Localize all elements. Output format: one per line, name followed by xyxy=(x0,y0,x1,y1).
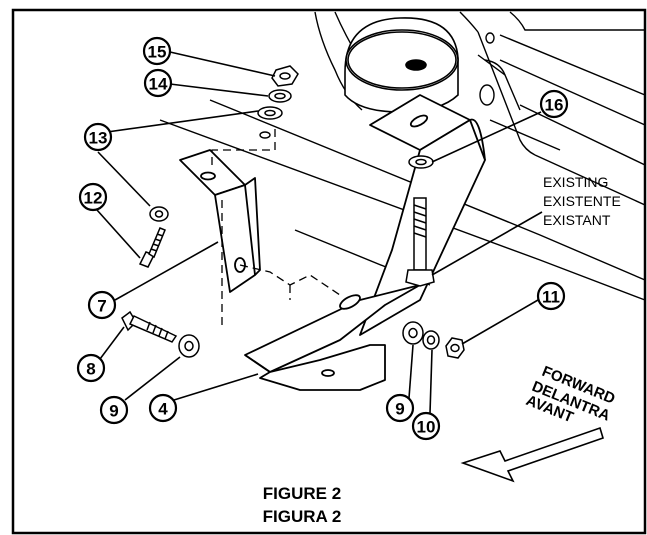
callout-16: 16 xyxy=(545,96,564,115)
callout-13: 13 xyxy=(89,129,108,148)
flat-washer-icon xyxy=(257,106,283,120)
callout-9-left: 9 xyxy=(109,402,118,421)
callout-8: 8 xyxy=(86,360,95,379)
bolt-icon xyxy=(138,227,166,268)
existing-label-fr: EXISTANT xyxy=(543,212,611,228)
callout-15: 15 xyxy=(148,43,167,62)
figure-caption: FIGURE 2 FIGURA 2 xyxy=(263,484,342,526)
lock-washer-icon xyxy=(422,330,440,350)
lock-washer-icon xyxy=(268,89,292,103)
flat-washer-icon xyxy=(149,206,169,222)
hole-icon xyxy=(259,131,271,139)
callout-numbers: 15 14 13 12 7 8 9 4 9 10 11 16 xyxy=(84,43,564,437)
bolt-icon xyxy=(121,310,178,343)
caption-spanish: FIGURA 2 xyxy=(263,507,342,526)
callout-12: 12 xyxy=(84,189,103,208)
figure-border xyxy=(11,8,647,535)
forward-arrow-icon xyxy=(460,426,604,483)
small-bracket xyxy=(179,149,261,293)
flat-washer-icon xyxy=(408,155,434,169)
nut-icon xyxy=(271,65,299,87)
existing-label-es: EXISTENTE xyxy=(543,193,621,209)
caption-english: FIGURE 2 xyxy=(263,484,341,503)
nut-icon xyxy=(445,337,465,359)
callout-7: 7 xyxy=(97,297,106,316)
existing-label: EXISTING EXISTENTE EXISTANT xyxy=(543,174,621,228)
callouts xyxy=(76,36,569,441)
callout-10: 10 xyxy=(417,418,436,437)
callout-14: 14 xyxy=(149,75,168,94)
assembly-guide-lines xyxy=(211,125,341,325)
callout-11: 11 xyxy=(542,288,560,307)
callout-9-right: 9 xyxy=(395,400,404,419)
callout-4: 4 xyxy=(158,400,168,419)
mower-frame xyxy=(159,11,646,301)
bolt-icon xyxy=(405,197,435,287)
flat-washer-icon xyxy=(402,321,424,345)
existing-label-en: EXISTING xyxy=(543,174,608,190)
flat-washer-icon xyxy=(178,334,200,358)
pulley-icon xyxy=(344,17,459,113)
direction-labels: FORWARD DELANTRA AVANT xyxy=(524,363,618,426)
leader-lines xyxy=(96,51,543,414)
